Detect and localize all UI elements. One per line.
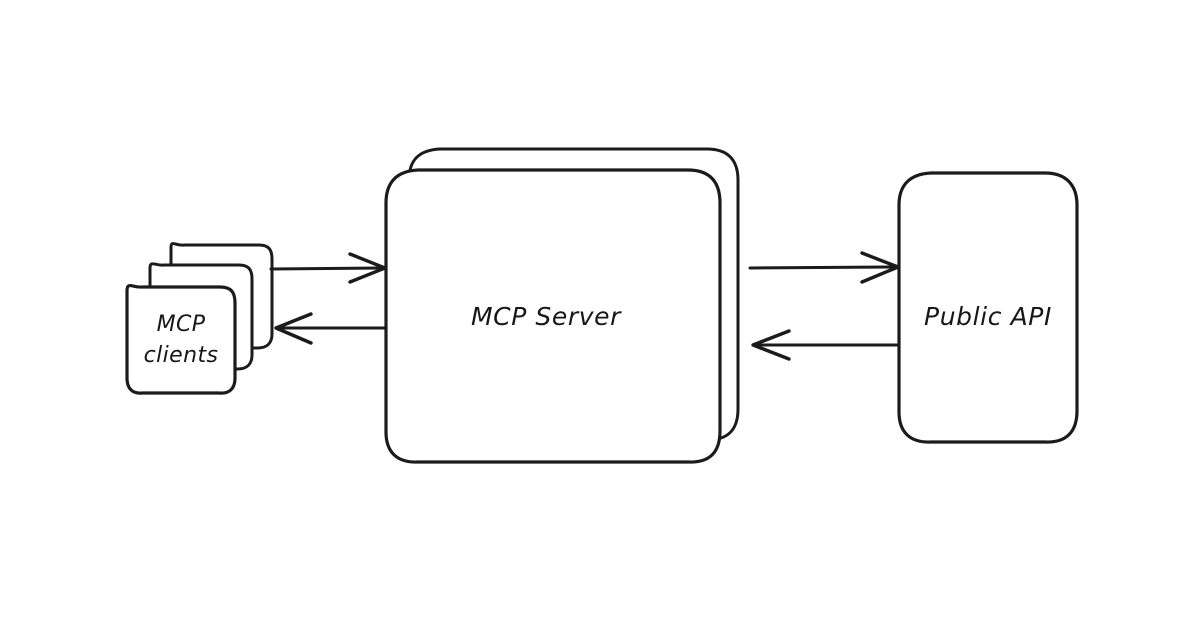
node-mcp-server[interactable]: MCP Server <box>384 147 740 464</box>
edge-server-to-clients[interactable] <box>274 312 388 345</box>
edge-clients-to-server[interactable] <box>269 252 387 284</box>
edge-clients-to-server-arrowhead <box>348 252 387 284</box>
edge-api-to-server-arrowhead <box>751 329 791 361</box>
mcp-clients-label-line1: MCP <box>157 312 206 337</box>
mcp-server-label: MCP Server <box>471 302 622 331</box>
public-api-card <box>897 171 1079 444</box>
public-api-label: Public API <box>924 302 1052 331</box>
mcp-clients-card-front <box>125 284 237 395</box>
mcp-server-card-front <box>384 168 722 464</box>
edge-server-to-api[interactable] <box>748 251 900 284</box>
node-mcp-clients[interactable]: MCP clients <box>125 242 274 395</box>
node-public-api[interactable]: Public API <box>897 171 1079 444</box>
edge-clients-to-server-line <box>269 266 386 271</box>
edge-server-to-api-arrowhead <box>860 251 900 284</box>
edge-server-to-api-line <box>748 265 899 270</box>
mcp-clients-label-line2: clients <box>144 343 219 368</box>
edge-api-to-server[interactable] <box>751 329 901 361</box>
edge-server-to-clients-arrowhead <box>274 312 313 345</box>
